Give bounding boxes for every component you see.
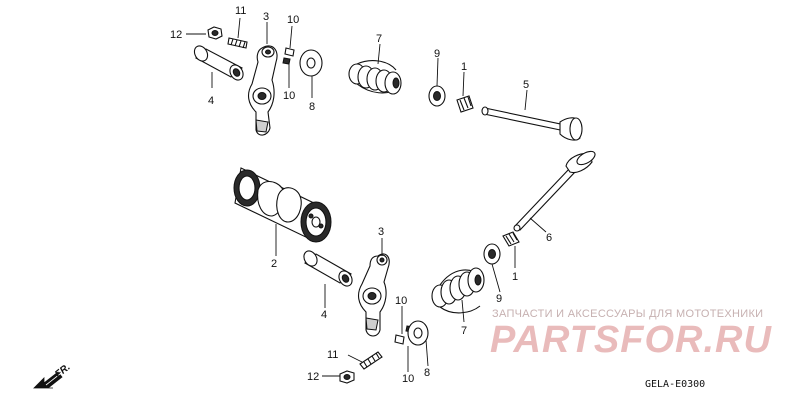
callout-12-bottom: 12 [307, 371, 319, 383]
callout-9-bottom: 9 [496, 293, 502, 305]
part-3-rocker-arm-bottom [357, 253, 390, 337]
leader-lines [186, 17, 547, 377]
part-11-screw-bottom [359, 351, 383, 370]
callout-5: 5 [523, 79, 529, 91]
callout-1-bottom: 1 [512, 271, 518, 283]
part-1-seal-top [456, 95, 474, 113]
part-4-shaft-top [193, 45, 244, 81]
front-direction-indicator: FR. [33, 362, 73, 389]
part-6-valve [513, 150, 596, 232]
callout-2: 2 [271, 258, 277, 270]
part-5-valve [481, 106, 583, 141]
callout-3-bottom: 3 [378, 226, 384, 238]
front-arrow-icon [33, 371, 63, 389]
part-8-washer-top [299, 49, 323, 77]
callout-11-top: 11 [235, 5, 246, 17]
callout-numbers: 11 3 10 12 7 9 1 5 10 8 4 2 6 3 1 9 10 7… [170, 5, 552, 385]
callout-10-bottom-b: 10 [402, 373, 414, 385]
callout-6: 6 [546, 232, 552, 244]
callout-4-bottom: 4 [321, 309, 327, 321]
part-8-washer-bottom [407, 320, 429, 346]
callout-10-bottom-a: 10 [395, 295, 407, 307]
watermark: ЗАПЧАСТИ И АКСЕССУАРЫ ДЛЯ МОТОТЕХНИКИ PA… [490, 308, 772, 361]
callout-1-top: 1 [461, 61, 467, 73]
part-11-screw-top [227, 37, 248, 49]
part-7-spring-top [348, 60, 402, 95]
callout-7-bottom: 7 [461, 325, 467, 337]
part-1-seal-bottom [502, 231, 520, 247]
callout-9-top: 9 [434, 48, 440, 60]
part-10-pin-top [282, 47, 295, 65]
callout-3-top: 3 [263, 11, 269, 23]
diagram-code: GELA-E0300 [645, 379, 705, 390]
callout-12-top: 12 [170, 29, 182, 41]
part-2-camshaft [233, 167, 332, 243]
part-9-seat-bottom [483, 243, 501, 265]
part-7-spring-bottom [431, 267, 485, 314]
callout-7-top: 7 [376, 33, 382, 45]
part-3-rocker-arm-top [247, 45, 278, 136]
watermark-logo: PARTSFOR.RU [490, 319, 772, 361]
callout-4-top: 4 [208, 95, 214, 107]
callout-8-bottom: 8 [424, 367, 430, 379]
callout-11-bottom: 11 [327, 349, 338, 361]
watermark-subtitle: ЗАПЧАСТИ И АКСЕССУАРЫ ДЛЯ МОТОТЕХНИКИ [492, 308, 763, 320]
callout-10-top-a: 10 [287, 14, 299, 26]
callout-10-top-b: 10 [283, 90, 295, 102]
part-12-nut-top [207, 26, 223, 40]
part-12-nut-bottom [339, 370, 355, 384]
part-10-pin-bottom [394, 325, 414, 345]
callout-8-top: 8 [309, 101, 315, 113]
part-4-shaft-bottom [303, 250, 353, 287]
part-9-seat-top [428, 85, 446, 107]
